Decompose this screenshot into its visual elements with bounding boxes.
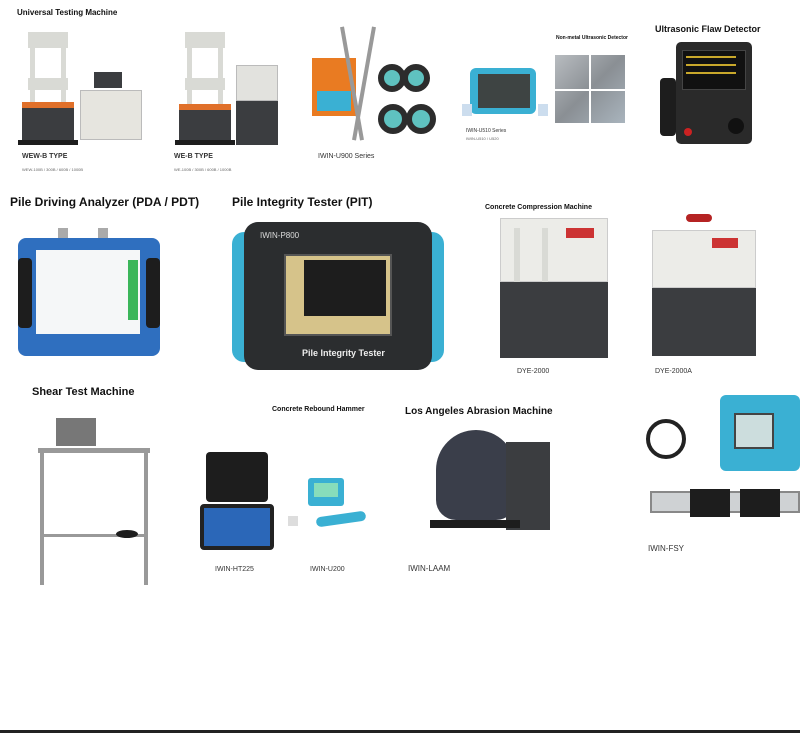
device-label: Pile Integrity Tester	[302, 348, 385, 358]
product-name: DYE-2000A	[655, 368, 692, 375]
shear-title: Shear Test Machine	[32, 386, 135, 398]
product-models: WE-100B / 300B / 600B / 1000B	[174, 167, 232, 172]
pda-device-image	[18, 228, 160, 360]
utm-title: Universal Testing Machine	[17, 8, 118, 17]
ht225-case-image	[200, 452, 274, 552]
product-name: IWIN-LAAM	[408, 564, 451, 573]
product-name: IWIN-FSY	[648, 544, 684, 553]
u900-image	[312, 24, 437, 142]
compression-title: Concrete Compression Machine	[485, 204, 592, 211]
abrasion-title: Los Angeles Abrasion Machine	[405, 406, 553, 417]
control-cabinet-image	[80, 72, 142, 142]
product-name: WEW-B TYPE	[22, 153, 68, 160]
abrasion-machine-image	[430, 430, 554, 554]
product-models: IWIN-U510 / U520	[466, 136, 499, 141]
we-b-cabinet-image	[236, 65, 278, 145]
product-name: IWIN-U900 Series	[318, 153, 375, 160]
product-models: WEW-100B / 300B / 600B / 1000B	[22, 167, 84, 172]
pit-title: Pile Integrity Tester (PIT)	[232, 195, 373, 209]
shear-machine-image	[38, 410, 156, 586]
product-name: WE-B TYPE	[174, 153, 213, 160]
flaw-detector-image	[660, 42, 752, 144]
dye-2000a-image	[652, 214, 756, 356]
nonmetal-title: Non-metal Ultrasonic Detector	[556, 35, 628, 41]
bottom-border	[0, 730, 800, 733]
u200-hammer-image	[286, 478, 367, 530]
u510-image	[462, 52, 548, 118]
product-name: DYE-2000	[517, 368, 550, 375]
product-name: IWIN-U510 Series	[466, 128, 507, 134]
fsy-device-image	[640, 395, 800, 530]
wew-b-machine-image	[18, 28, 78, 146]
rebound-title: Concrete Rebound Hammer	[272, 406, 365, 413]
nonmetal-photo	[555, 55, 625, 123]
device-model-label: IWIN-P800	[260, 231, 300, 240]
flaw-title: Ultrasonic Flaw Detector	[655, 24, 761, 34]
dye-2000-image	[500, 218, 608, 358]
pit-device-image: IWIN-P800 Pile Integrity Tester	[232, 222, 444, 372]
we-b-machine-image	[175, 28, 235, 146]
pda-title: Pile Driving Analyzer (PDA / PDT)	[10, 195, 200, 209]
product-name: IWIN-HT225	[215, 566, 254, 573]
product-name: IWIN-U200	[310, 566, 345, 573]
